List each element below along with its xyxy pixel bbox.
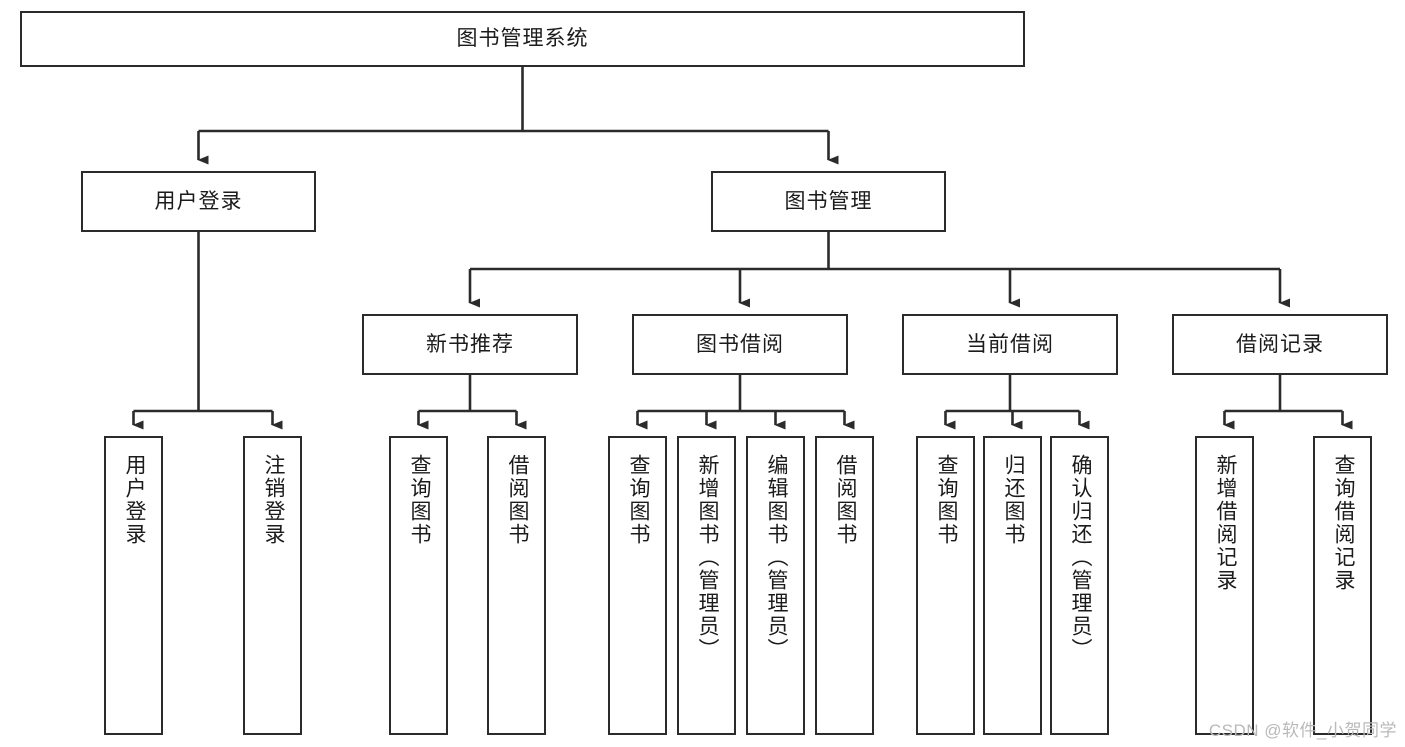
- node-borrow[interactable]: 图书借阅: [632, 314, 848, 375]
- node-label: 借阅记录: [1236, 332, 1324, 356]
- node-newbook[interactable]: 新书推荐: [362, 314, 578, 375]
- node-l-query3[interactable]: 查询图书: [916, 436, 975, 735]
- node-current[interactable]: 当前借阅: [902, 314, 1118, 375]
- node-l-logout[interactable]: 注销登录: [243, 436, 302, 735]
- node-l-add[interactable]: 新增图书（管理员）: [677, 436, 736, 735]
- node-label: 当前借阅: [966, 332, 1054, 356]
- node-root[interactable]: 图书管理系统: [20, 11, 1025, 67]
- csdn-watermark: CSDN @软件_小贺同学: [1208, 721, 1397, 740]
- node-label: 查询图书: [934, 454, 958, 546]
- node-login[interactable]: 用户登录: [81, 171, 316, 232]
- node-label: 用户登录: [122, 454, 146, 546]
- node-label: 查询借阅记录: [1331, 454, 1355, 592]
- node-records[interactable]: 借阅记录: [1172, 314, 1388, 375]
- node-label: 借阅图书: [833, 454, 857, 546]
- node-l-borrow1[interactable]: 借阅图书: [487, 436, 546, 735]
- node-l-login[interactable]: 用户登录: [104, 436, 163, 735]
- node-l-query1[interactable]: 查询图书: [389, 436, 448, 735]
- node-label: 图书管理系统: [456, 27, 589, 51]
- node-label: 新书推荐: [426, 332, 514, 356]
- node-label: 注销登录: [261, 454, 285, 546]
- node-label: 图书借阅: [696, 332, 784, 356]
- node-l-addrec[interactable]: 新增借阅记录: [1195, 436, 1254, 735]
- node-label: 借阅图书: [505, 454, 529, 546]
- node-label: 新增图书（管理员）: [695, 454, 719, 661]
- node-label: 确认归还（管理员）: [1068, 454, 1092, 661]
- node-label: 查询图书: [407, 454, 431, 546]
- node-l-borrow2[interactable]: 借阅图书: [815, 436, 874, 735]
- node-label: 编辑图书（管理员）: [764, 454, 788, 661]
- node-l-query2[interactable]: 查询图书: [608, 436, 667, 735]
- node-label: 新增借阅记录: [1213, 454, 1237, 592]
- node-label: 查询图书: [626, 454, 650, 546]
- node-l-queryrec[interactable]: 查询借阅记录: [1313, 436, 1372, 735]
- node-l-confirm[interactable]: 确认归还（管理员）: [1050, 436, 1109, 735]
- node-label: 用户登录: [154, 189, 243, 213]
- node-label: 归还图书: [1001, 454, 1025, 546]
- node-l-edit[interactable]: 编辑图书（管理员）: [746, 436, 805, 735]
- node-bookmgmt[interactable]: 图书管理: [711, 171, 946, 232]
- node-label: 图书管理: [784, 189, 873, 213]
- node-l-return[interactable]: 归还图书: [983, 436, 1042, 735]
